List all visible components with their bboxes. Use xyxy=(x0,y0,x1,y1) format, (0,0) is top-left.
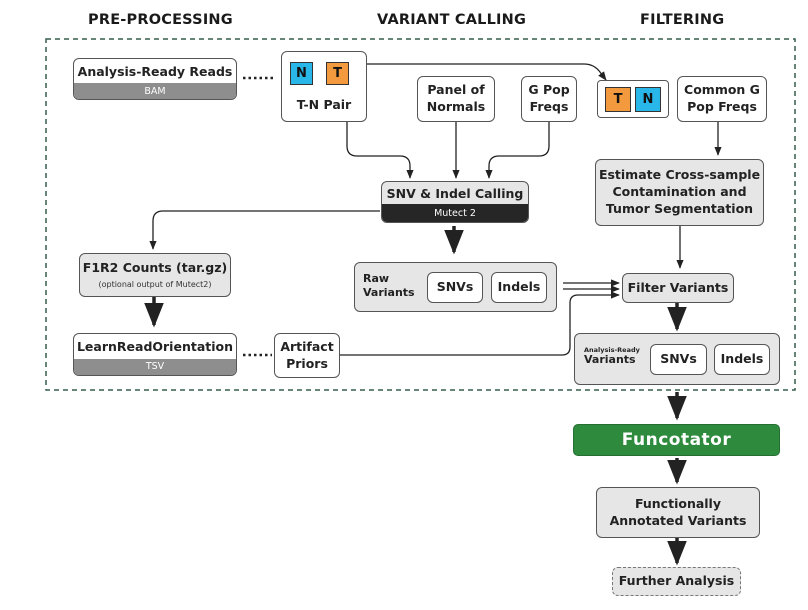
raw-snvs-chip[interactable]: SNVs xyxy=(427,272,483,303)
filter-variants-node[interactable]: Filter Variants xyxy=(622,273,734,303)
artifact-priors-line2: Priors xyxy=(286,355,328,371)
connector-gpop-to-calling xyxy=(485,122,550,179)
analysis-ready-reads-node[interactable]: Analysis-Ready Reads BAM xyxy=(73,58,237,100)
gpop-freqs-line2: Freqs xyxy=(529,99,569,114)
ready-snvs-chip[interactable]: SNVs xyxy=(650,344,707,375)
funcotator-node[interactable]: Funcotator xyxy=(573,424,780,456)
snv-indel-calling-node[interactable]: SNV & Indel Calling Mutect 2 xyxy=(381,181,529,223)
section-title-preprocessing: PRE-PROCESSING xyxy=(88,12,233,28)
raw-indels-chip[interactable]: Indels xyxy=(491,272,547,303)
further-analysis-node[interactable]: Further Analysis xyxy=(612,567,741,596)
common-gpop-freqs-line1: Common G xyxy=(684,82,760,98)
functionally-annotated-line1: Functionally xyxy=(634,495,721,511)
connector-pair-to-filter-pair xyxy=(365,63,607,81)
f1r2-counts-label: F1R2 Counts (tar.gz) xyxy=(82,260,228,275)
raw-variants-line2: Variants xyxy=(363,286,415,300)
f1r2-counts-note: (optional output of Mutect2) xyxy=(98,280,212,289)
normal-sample-square: N xyxy=(290,62,313,85)
common-gpop-freqs-line2: Pop Freqs xyxy=(687,99,757,114)
estimate-contamination-line2: Contamination and xyxy=(612,184,747,200)
connector-calling-to-f1r2 xyxy=(149,210,380,250)
f1r2-counts-node[interactable]: F1R2 Counts (tar.gz) (optional output of … xyxy=(79,253,231,297)
section-title-filtering: FILTERING xyxy=(640,12,725,28)
gpop-freqs-line1: G Pop xyxy=(528,82,570,98)
estimate-contamination-line3: Tumor Segmentation xyxy=(605,200,754,216)
tn-pair-label: T-N Pair xyxy=(296,97,352,112)
learn-read-orientation-label: LearnReadOrientation xyxy=(76,338,234,354)
tn-pair-filter-node[interactable]: T N xyxy=(597,80,669,118)
analysis-ready-variants-line1: Analysis-Ready xyxy=(584,346,640,354)
raw-variants-line1: Raw xyxy=(363,272,390,285)
panel-of-normals-line2: Normals xyxy=(426,99,486,114)
section-title-variant-calling: VARIANT CALLING xyxy=(377,12,527,28)
panel-of-normals-line1: Panel of xyxy=(427,82,485,98)
normal-sample-square-filter: N xyxy=(635,87,661,112)
analysis-ready-variants-line2: Variants xyxy=(584,353,636,367)
snv-indel-calling-label: SNV & Indel Calling xyxy=(386,185,524,201)
mutect2-tool-bar: Mutect 2 xyxy=(382,204,528,222)
analysis-ready-reads-label: Analysis-Ready Reads xyxy=(77,63,233,79)
tumor-sample-square: T xyxy=(326,62,349,85)
artifact-priors-line1: Artifact xyxy=(280,338,334,354)
bam-format-bar: BAM xyxy=(74,83,236,99)
connector-priors-to-filter xyxy=(340,291,620,356)
tn-pair-node[interactable]: N T T-N Pair xyxy=(281,51,367,122)
tumor-sample-square-filter: T xyxy=(605,87,631,112)
ready-indels-chip[interactable]: Indels xyxy=(714,344,770,375)
connector-pair-to-calling xyxy=(346,122,414,179)
tsv-format-bar: TSV xyxy=(74,358,236,375)
estimate-contamination-line1: Estimate Cross-sample xyxy=(598,167,761,183)
functionally-annotated-line2: Annotated Variants xyxy=(609,512,747,528)
learn-read-orientation-node[interactable]: LearnReadOrientation TSV xyxy=(73,333,237,376)
